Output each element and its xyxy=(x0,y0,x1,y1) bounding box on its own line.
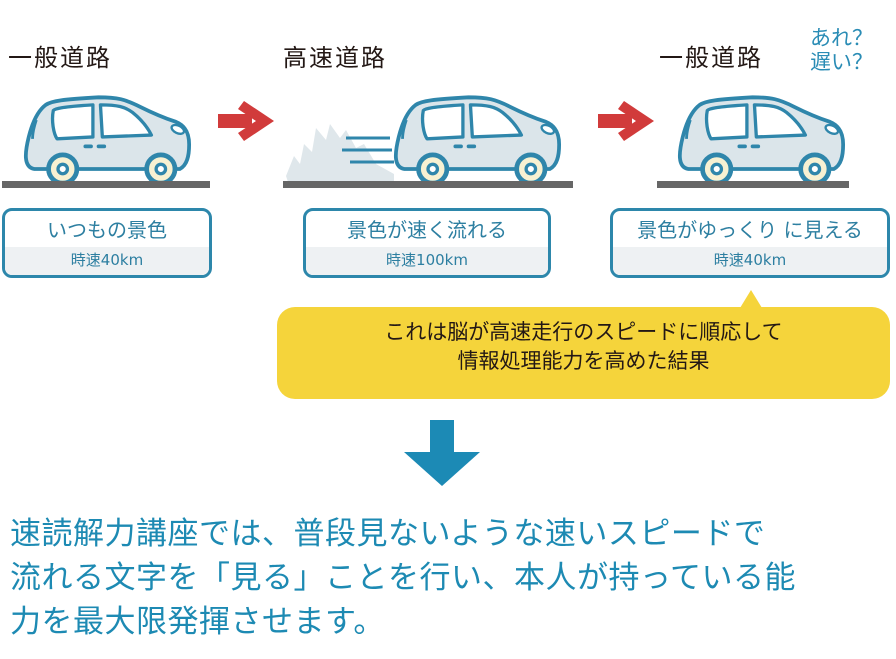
surprise-remark-line-2: 遅い？ xyxy=(810,50,873,74)
stage-1-title: 一般道路 xyxy=(8,44,112,72)
road xyxy=(657,181,849,188)
stage-1-info-box: いつもの景色 時速40km xyxy=(2,208,212,278)
surprise-remark: あれ？ 遅い？ xyxy=(810,26,873,74)
stage-1-description: いつもの景色 xyxy=(47,218,167,242)
stage-2-description: 景色が速く流れる xyxy=(347,218,507,242)
stage-3-info-box: 景色がゆっくり に見える 時速40km xyxy=(610,208,890,278)
conclusion-line-1: 速読解力講座では、普段見ないような速いスピードで xyxy=(10,516,766,552)
explanation-line-1: これは脳が高速走行のスピードに順応して xyxy=(384,320,783,344)
right-arrow-icon xyxy=(598,101,654,141)
road xyxy=(283,181,573,188)
right-arrow-icon xyxy=(218,101,274,141)
explanation-bubble: これは脳が高速走行のスピードに順応して 情報処理能力を高めた結果 xyxy=(277,307,890,399)
speed-smoke-icon xyxy=(286,124,394,182)
stage-3-speed: 時速40km xyxy=(613,247,887,275)
explanation-line-2: 情報処理能力を高めた結果 xyxy=(457,349,710,373)
stage-2-title: 高速道路 xyxy=(283,44,387,72)
stage-3-description: 景色がゆっくり に見える xyxy=(637,218,863,242)
surprise-remark-line-1: あれ？ xyxy=(810,26,873,50)
road xyxy=(2,181,210,188)
conclusion-text: 速読解力講座では、普段見ないような速いスピードで 流れる文字を「見る」ことを行い… xyxy=(10,512,890,644)
down-arrow-icon xyxy=(404,420,480,486)
stage-2-speed: 時速100km xyxy=(306,247,548,275)
stage-3-title: 一般道路 xyxy=(659,44,763,72)
car-icon xyxy=(662,86,862,186)
conclusion-line-3: 力を最大限発揮させます。 xyxy=(10,604,385,640)
speeding-car-icon xyxy=(378,86,578,186)
conclusion-line-2: 流れる文字を「見る」ことを行い、本人が持っている能 xyxy=(10,560,796,596)
bubble-pointer xyxy=(740,290,762,308)
stage-1-speed: 時速40km xyxy=(5,247,209,275)
stage-2-info-box: 景色が速く流れる 時速100km xyxy=(303,208,551,278)
car-icon xyxy=(8,86,208,186)
